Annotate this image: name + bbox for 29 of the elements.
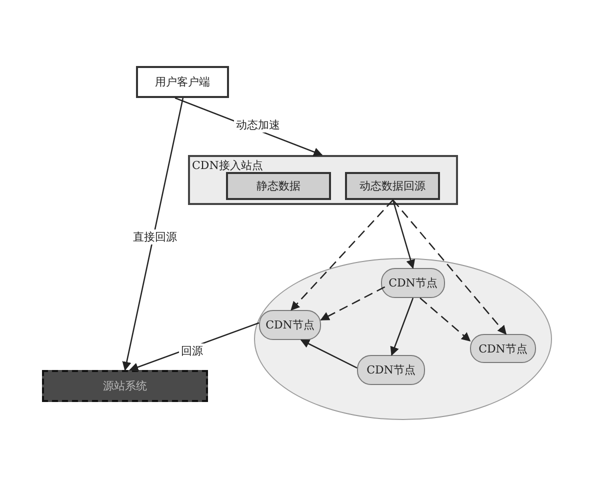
edge-label: 回源	[179, 344, 205, 358]
data-box	[345, 172, 440, 200]
origin-server-box	[42, 370, 208, 402]
data-box	[226, 172, 331, 200]
node-label: 源站系统	[102, 378, 148, 394]
node-label: 动态数据回源	[358, 178, 426, 194]
node-label: CDN节点	[388, 276, 438, 290]
arrow	[392, 200, 416, 269]
edge-label: 动态加速	[234, 118, 282, 132]
arrow	[392, 200, 507, 335]
cdn-node	[381, 268, 445, 298]
cdn-node	[470, 334, 536, 363]
client-box	[136, 66, 229, 98]
arrow	[420, 298, 471, 342]
node-label: 静态数据	[256, 178, 302, 194]
arrow	[290, 200, 394, 311]
node-label: CDN节点	[478, 341, 528, 356]
node-label: CDN节点	[366, 362, 416, 378]
access-site-box	[188, 155, 458, 205]
arrow	[320, 286, 386, 320]
edge-label: 直接回源	[131, 230, 179, 244]
arrow	[122, 98, 184, 371]
box-heading: CDN接入站点	[192, 158, 263, 173]
node-label: CDN节点	[264, 318, 316, 332]
cdn-node	[259, 310, 321, 340]
arrow	[390, 298, 414, 356]
cdn-node	[357, 355, 425, 385]
arrow	[300, 339, 358, 368]
node-label: 用户客户端	[154, 74, 211, 90]
